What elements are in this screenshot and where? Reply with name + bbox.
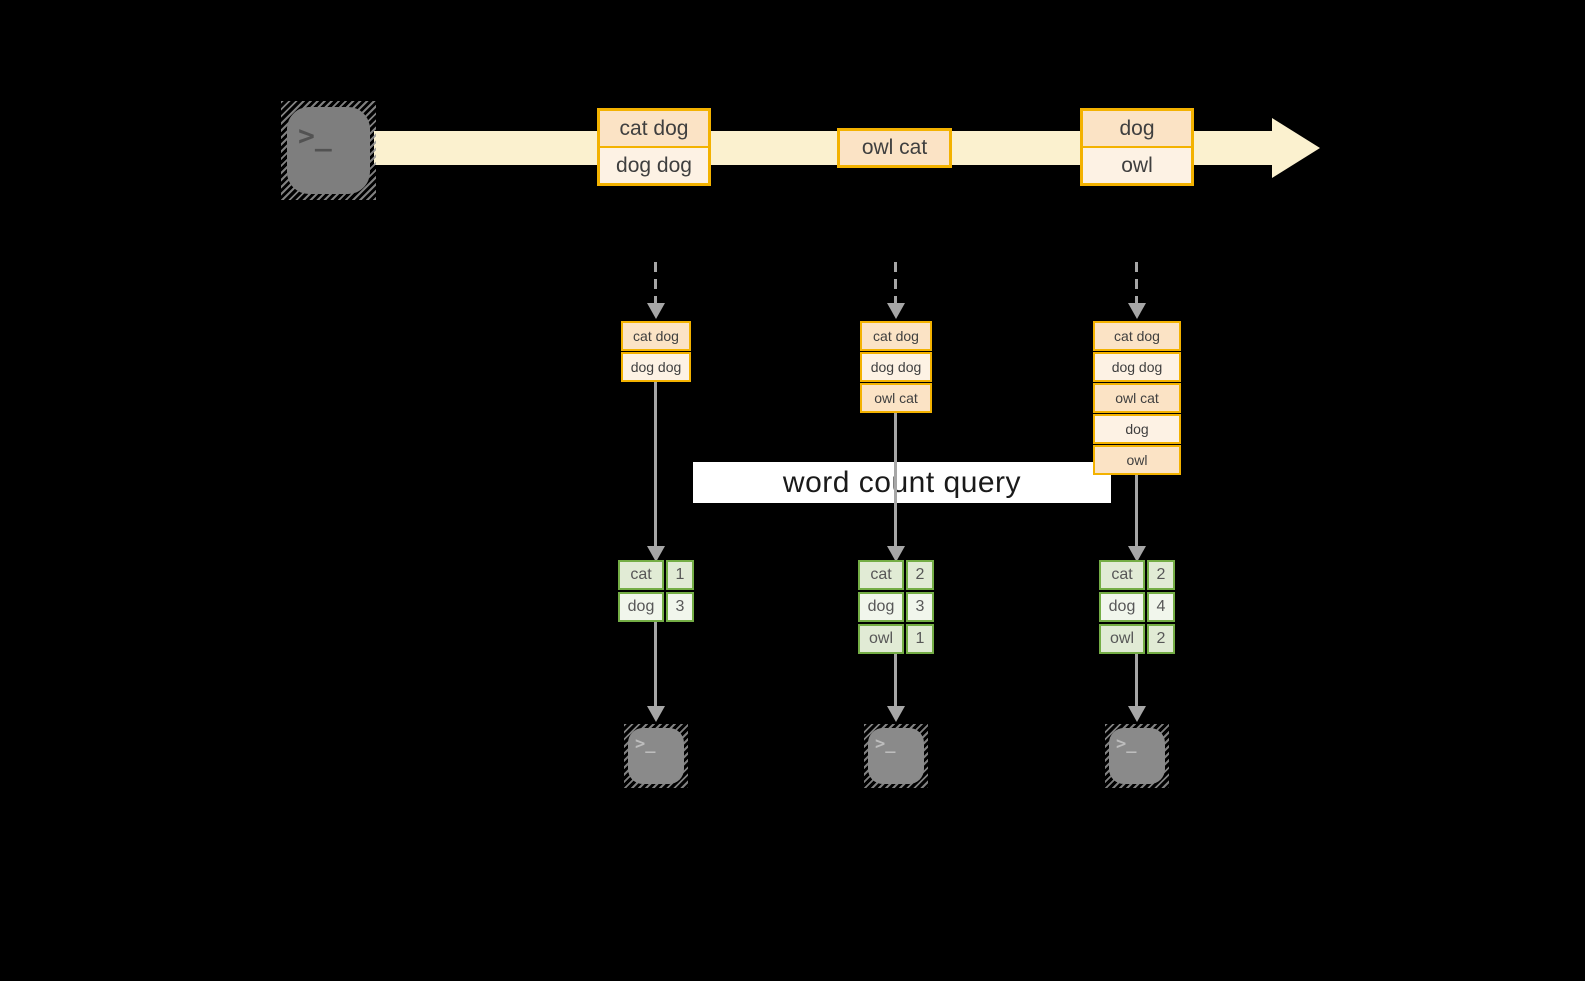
word-cell: cat	[1099, 560, 1145, 590]
flow-arrow-head	[1128, 706, 1146, 722]
accumulated-buffer: cat dog dog dog	[621, 321, 691, 382]
dashed-arrow-line	[654, 262, 657, 304]
prompt-glyph: >_	[1116, 734, 1137, 754]
word-cell: dog	[858, 592, 904, 622]
count-cell: 3	[666, 592, 694, 622]
flow-arrow-head	[647, 546, 665, 562]
prompt-glyph: >_	[635, 734, 656, 754]
terminal-icon: >_	[864, 724, 928, 788]
flow-arrow-head	[647, 706, 665, 722]
query-band: word count query	[693, 462, 1111, 503]
count-cell: 4	[1147, 592, 1175, 622]
dashed-arrow-line	[1135, 262, 1138, 304]
flow-arrow-line	[654, 382, 657, 546]
terminal-body	[1109, 728, 1165, 784]
count-cell: 1	[666, 560, 694, 590]
count-cell: 2	[1147, 560, 1175, 590]
terminal-icon: >_	[1105, 724, 1169, 788]
flow-arrow-head	[887, 706, 905, 722]
flow-arrow-head	[1128, 546, 1146, 562]
buffer-item: dog dog	[860, 352, 932, 382]
dashed-arrow-head	[887, 303, 905, 319]
buffer-item: cat dog	[1093, 321, 1181, 351]
stream-arrow-head	[1272, 118, 1320, 178]
batch-item: dog dog	[600, 146, 708, 183]
word-count-table: cat 1 dog 3	[618, 560, 694, 622]
dashed-arrow-head	[1128, 303, 1146, 319]
buffer-item: dog dog	[621, 352, 691, 382]
dashed-arrow-head	[647, 303, 665, 319]
count-cell: 1	[906, 624, 934, 654]
word-cell: cat	[618, 560, 664, 590]
batch-item: owl cat	[840, 131, 949, 165]
buffer-item: owl	[1093, 445, 1181, 475]
word-cell: cat	[858, 560, 904, 590]
terminal-icon: >_	[281, 101, 376, 200]
word-count-table: cat 2 dog 3 owl 1	[858, 560, 934, 654]
flow-arrow-line	[1135, 654, 1138, 706]
word-count-table: cat 2 dog 4 owl 2	[1099, 560, 1175, 654]
stream-batch-box: owl cat	[837, 128, 952, 168]
count-cell: 2	[1147, 624, 1175, 654]
flow-arrow-line	[894, 654, 897, 706]
word-cell: owl	[1099, 624, 1145, 654]
word-cell: dog	[1099, 592, 1145, 622]
stream-batch-box: dog owl	[1080, 108, 1194, 186]
word-cell: owl	[858, 624, 904, 654]
batch-item: cat dog	[600, 111, 708, 146]
count-cell: 3	[906, 592, 934, 622]
batch-item: owl	[1083, 146, 1191, 183]
flow-arrow-head	[887, 546, 905, 562]
flow-arrow-line	[1135, 475, 1138, 546]
flow-arrow-line	[654, 622, 657, 706]
count-cell: 2	[906, 560, 934, 590]
dashed-arrow-line	[894, 262, 897, 304]
buffer-item: dog	[1093, 414, 1181, 444]
prompt-glyph: >_	[298, 119, 332, 152]
word-cell: dog	[618, 592, 664, 622]
buffer-item: dog dog	[1093, 352, 1181, 382]
query-label: word count query	[782, 465, 1022, 499]
terminal-body	[287, 107, 370, 194]
stream-batch-box: cat dog dog dog	[597, 108, 711, 186]
buffer-item: owl cat	[860, 383, 932, 413]
buffer-item: cat dog	[621, 321, 691, 351]
prompt-glyph: >_	[875, 734, 896, 754]
buffer-item: owl cat	[1093, 383, 1181, 413]
terminal-body	[628, 728, 684, 784]
terminal-body	[868, 728, 924, 784]
flow-arrow-line	[894, 413, 897, 546]
accumulated-buffer: cat dog dog dog owl cat dog owl	[1093, 321, 1181, 475]
batch-item: dog	[1083, 111, 1191, 146]
accumulated-buffer: cat dog dog dog owl cat	[860, 321, 932, 413]
terminal-icon: >_	[624, 724, 688, 788]
buffer-item: cat dog	[860, 321, 932, 351]
